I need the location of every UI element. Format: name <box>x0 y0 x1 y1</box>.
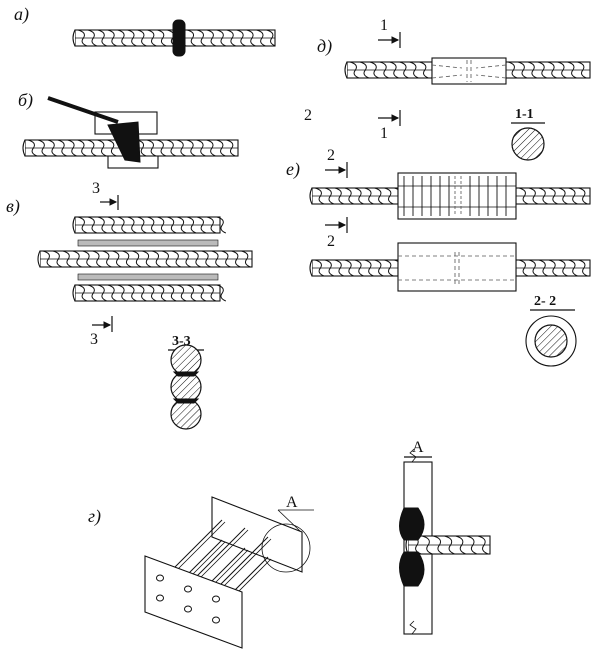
coupler-sleeve <box>397 242 517 292</box>
hidden-edge <box>431 74 463 79</box>
weld-bath <box>107 121 141 163</box>
electrode <box>47 96 119 124</box>
section-title-1-1: 1-1 <box>515 107 534 122</box>
arrow-head <box>391 36 400 44</box>
weld <box>172 371 200 377</box>
break-mark <box>409 448 417 463</box>
detail-a: А <box>399 439 491 635</box>
rod-end <box>212 616 220 624</box>
rod-end <box>156 594 164 602</box>
break-mark <box>409 620 417 635</box>
label-b: б) <box>18 90 33 111</box>
section-1-1: 1-1 <box>511 107 545 161</box>
plate-holes <box>156 574 220 624</box>
rebar-top <box>72 216 227 234</box>
section-mark-3-bottom: 3 <box>90 331 98 348</box>
weld <box>172 398 200 404</box>
embedded-plate-back <box>211 496 303 573</box>
detail-callout-label: А <box>286 494 298 511</box>
rebar-left <box>309 187 404 205</box>
arrow-head <box>103 321 112 329</box>
label-e: е) <box>286 159 300 180</box>
coupler-threads <box>398 176 516 216</box>
leader-line <box>277 509 301 532</box>
label-g: г) <box>88 506 101 527</box>
rebar-right-lower <box>513 259 591 277</box>
detail-title: А <box>412 439 424 456</box>
rebar-bottom <box>72 284 227 302</box>
arrow-head <box>391 114 400 122</box>
section-mark-1-bottom: 1 <box>380 125 388 142</box>
anchor-rebar <box>405 535 491 555</box>
joint-v-lap-weld: в) 3 3 <box>6 180 253 348</box>
joint-b-bath-weld: б) <box>18 90 239 169</box>
rebar-middle <box>37 250 253 268</box>
section-mark-2-bottom: 2 <box>327 233 335 250</box>
joint-a-weld-ring: а) <box>14 4 276 57</box>
hidden-edge <box>475 74 507 79</box>
embedded-plate-front <box>144 555 243 649</box>
joint-e-coupler: е) 2 2 <box>286 147 591 292</box>
joint-d-sleeve: д) 1 2 1 <box>304 17 591 142</box>
weld-seam-top <box>77 239 219 247</box>
fillet-weld-bottom <box>399 551 425 587</box>
weld-ring <box>172 19 186 57</box>
fillet-weld-top <box>399 507 425 541</box>
joint-g-plates-assembly: г) А <box>88 494 314 649</box>
rod-end <box>212 595 220 603</box>
bar-section <box>170 344 202 376</box>
section-2-2: 2- 2 <box>525 294 577 367</box>
coupler-side <box>397 172 517 220</box>
hidden-edge <box>431 64 463 69</box>
label-a: а) <box>14 4 29 25</box>
bar-section <box>511 127 545 161</box>
section-3-3: 3-3 <box>168 334 204 430</box>
section-mark-3-top: 3 <box>92 180 100 197</box>
sleeve <box>431 57 507 85</box>
section-title-2-2: 2- 2 <box>534 294 556 309</box>
rebar-right <box>502 61 591 79</box>
bar-section <box>534 324 568 358</box>
detail-callout-circle <box>261 523 311 573</box>
section-mark-2-top: 2 <box>327 147 335 164</box>
arrow-head <box>338 166 347 174</box>
rod-end <box>184 585 192 593</box>
section-mark-2-left: 2 <box>304 107 312 124</box>
weld-seam-bottom <box>77 273 219 281</box>
arrow-head <box>109 198 118 206</box>
rod-end <box>156 574 164 582</box>
rebar-right <box>513 187 591 205</box>
rebar-left <box>344 61 433 79</box>
section-mark-1-top: 1 <box>380 17 388 34</box>
label-d: д) <box>317 36 332 57</box>
hidden-edge <box>475 64 507 69</box>
arrow-head <box>338 221 347 229</box>
rod-end <box>184 605 192 613</box>
rebar-left-lower <box>309 259 404 277</box>
label-v: в) <box>6 196 20 217</box>
